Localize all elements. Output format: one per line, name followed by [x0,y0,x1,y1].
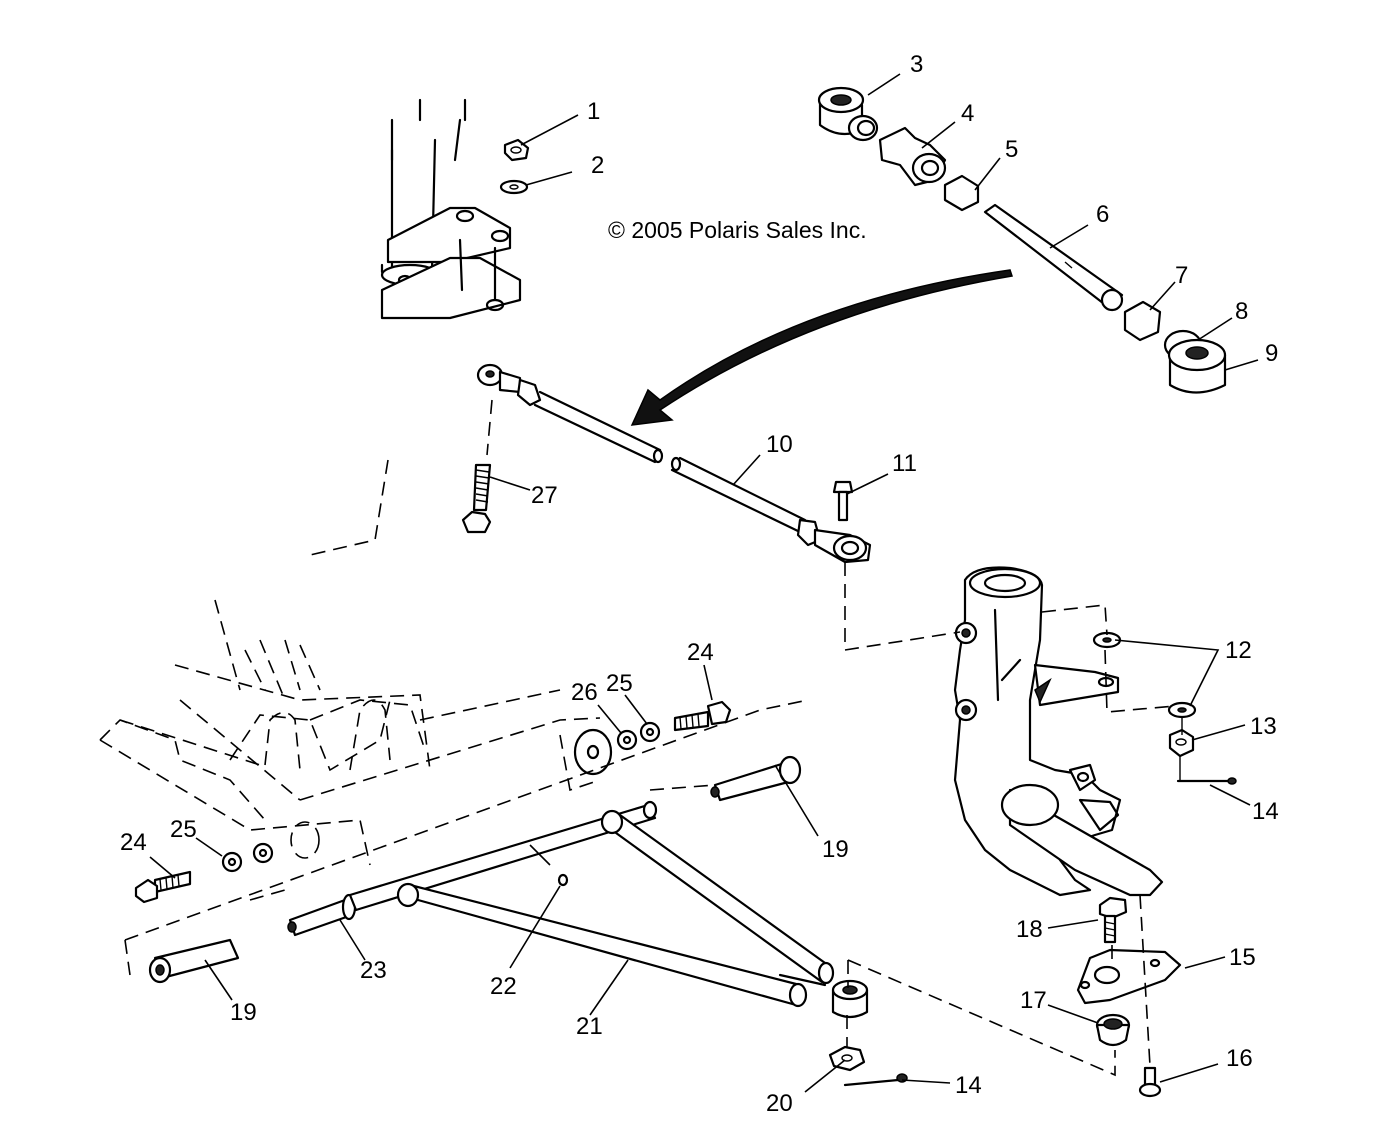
ball-joint-plate [1076,948,1182,1005]
callout-18: 18 [1016,916,1043,943]
callout-19-right: 19 [822,836,849,863]
jam-nut-5 [943,174,980,212]
grease-fitting [557,873,569,887]
assembly-arrow [630,269,1013,426]
callout-labels: 1 2 3 4 5 6 7 8 9 10 11 12 13 14 14 15 1… [120,51,1279,1117]
callout-11: 11 [892,450,917,477]
callout-23: 23 [360,957,387,984]
spindle [953,566,1164,897]
callout-4: 4 [961,100,974,127]
copyright-text: © 2005 Polaris Sales Inc. [608,217,867,243]
bolt-27 [461,463,492,534]
frame-pivot [573,728,613,776]
bolt-18 [1098,896,1128,944]
bolt [832,480,854,522]
callout-3: 3 [910,51,923,78]
callout-7: 7 [1175,262,1188,289]
tie-rod-assembly [476,363,872,564]
callout-9: 9 [1265,340,1278,367]
bolt-24 [134,700,732,904]
callout-16: 16 [1226,1045,1253,1072]
screw [1138,1066,1162,1098]
callout-21: 21 [576,1013,603,1040]
ball-joint-boss [831,979,869,1019]
leader-lines [149,73,1259,1093]
rod-end-4 [878,126,947,187]
steering-bracket [380,206,522,320]
washer-26 [616,729,638,751]
castle-nut [828,1045,866,1072]
ball-joint-cap [1095,1013,1131,1047]
callout-6: 6 [1096,201,1109,228]
callout-27: 27 [531,482,558,509]
frame-rail [124,699,809,976]
rod-end-9 [1167,338,1227,394]
callout-14-spindle: 14 [1252,798,1279,825]
callout-19-left: 19 [230,999,257,1026]
callout-25-right: 25 [606,670,633,697]
cotter-pin [843,777,1237,1087]
callout-26: 26 [571,679,598,706]
callout-5: 5 [1005,136,1018,163]
callout-24-left: 24 [120,829,147,856]
callout-20: 20 [766,1090,793,1117]
washer-25 [221,721,661,873]
callout-14-arm: 14 [955,1072,982,1099]
washer [499,179,529,195]
callout-22: 22 [490,973,517,1000]
callout-1: 1 [587,98,600,125]
assembly-lines [486,399,1183,1077]
a-arm [348,800,835,1008]
callout-13: 13 [1250,713,1277,740]
callout-25-left: 25 [170,816,197,843]
callout-2: 2 [591,152,604,179]
frame [99,459,601,866]
callout-15: 15 [1229,944,1256,971]
callout-17: 17 [1020,987,1047,1014]
tie-rod-6 [983,203,1124,312]
callout-24-right: 24 [687,639,714,666]
rod-end-3 [817,86,879,142]
bushing [148,755,802,984]
callout-8: 8 [1235,298,1248,325]
jam-nut-7 [1123,300,1162,342]
callout-10: 10 [766,431,793,458]
callout-12: 12 [1225,637,1252,664]
